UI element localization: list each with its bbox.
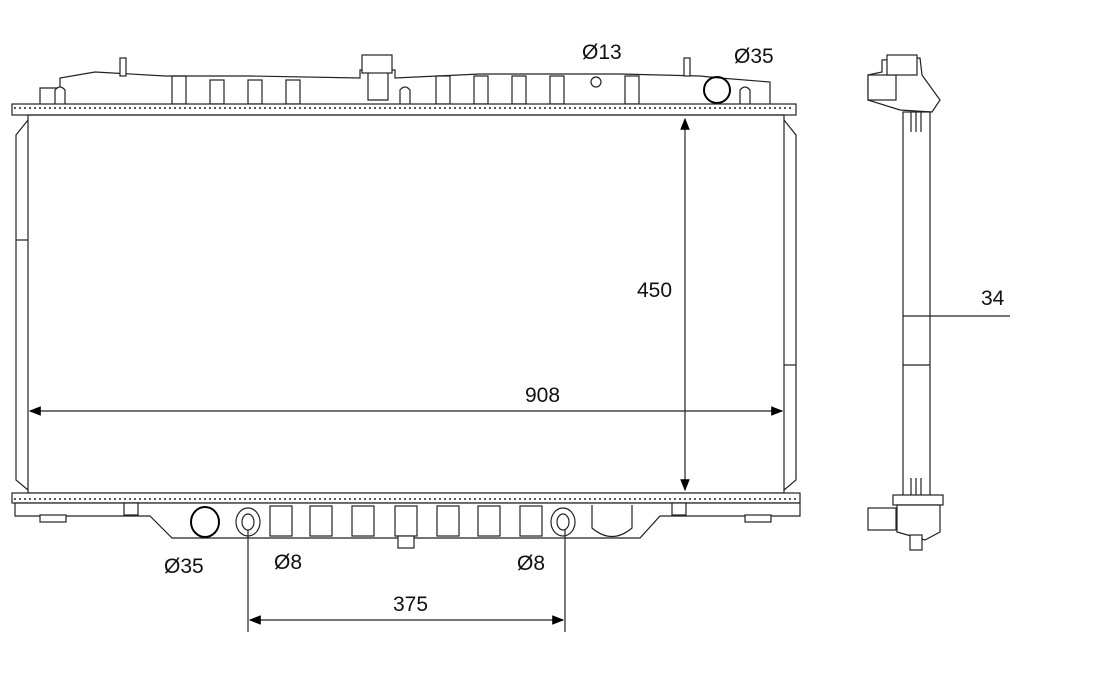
- thickness-label: 34: [981, 287, 1005, 310]
- top-inlet-pipe: [703, 76, 731, 104]
- top-tank: [11, 54, 797, 116]
- bottom-outlet-pipe: [190, 506, 220, 538]
- width-label: 908: [525, 384, 560, 407]
- radiator-core: [27, 114, 785, 494]
- height-label: 450: [637, 279, 672, 302]
- drain-plug-right: [550, 507, 576, 537]
- front-view: 450 908 Ø13 Ø35 Ø35 Ø8 Ø8 375: [11, 41, 801, 632]
- side-core: [902, 111, 931, 498]
- drain-right-diameter-label: Ø8: [517, 552, 545, 575]
- bottom-tank: [11, 492, 801, 549]
- drain-left-diameter-label: Ø8: [274, 551, 302, 574]
- top-inlet-diameter-label: Ø35: [734, 45, 774, 68]
- bottom-outlet-diameter-label: Ø35: [164, 555, 204, 578]
- top-small-fitting: [590, 76, 602, 88]
- side-view: 34: [867, 54, 1010, 551]
- top-fitting-diameter-label: Ø13: [582, 41, 622, 64]
- drain-spacing-label: 375: [393, 593, 428, 616]
